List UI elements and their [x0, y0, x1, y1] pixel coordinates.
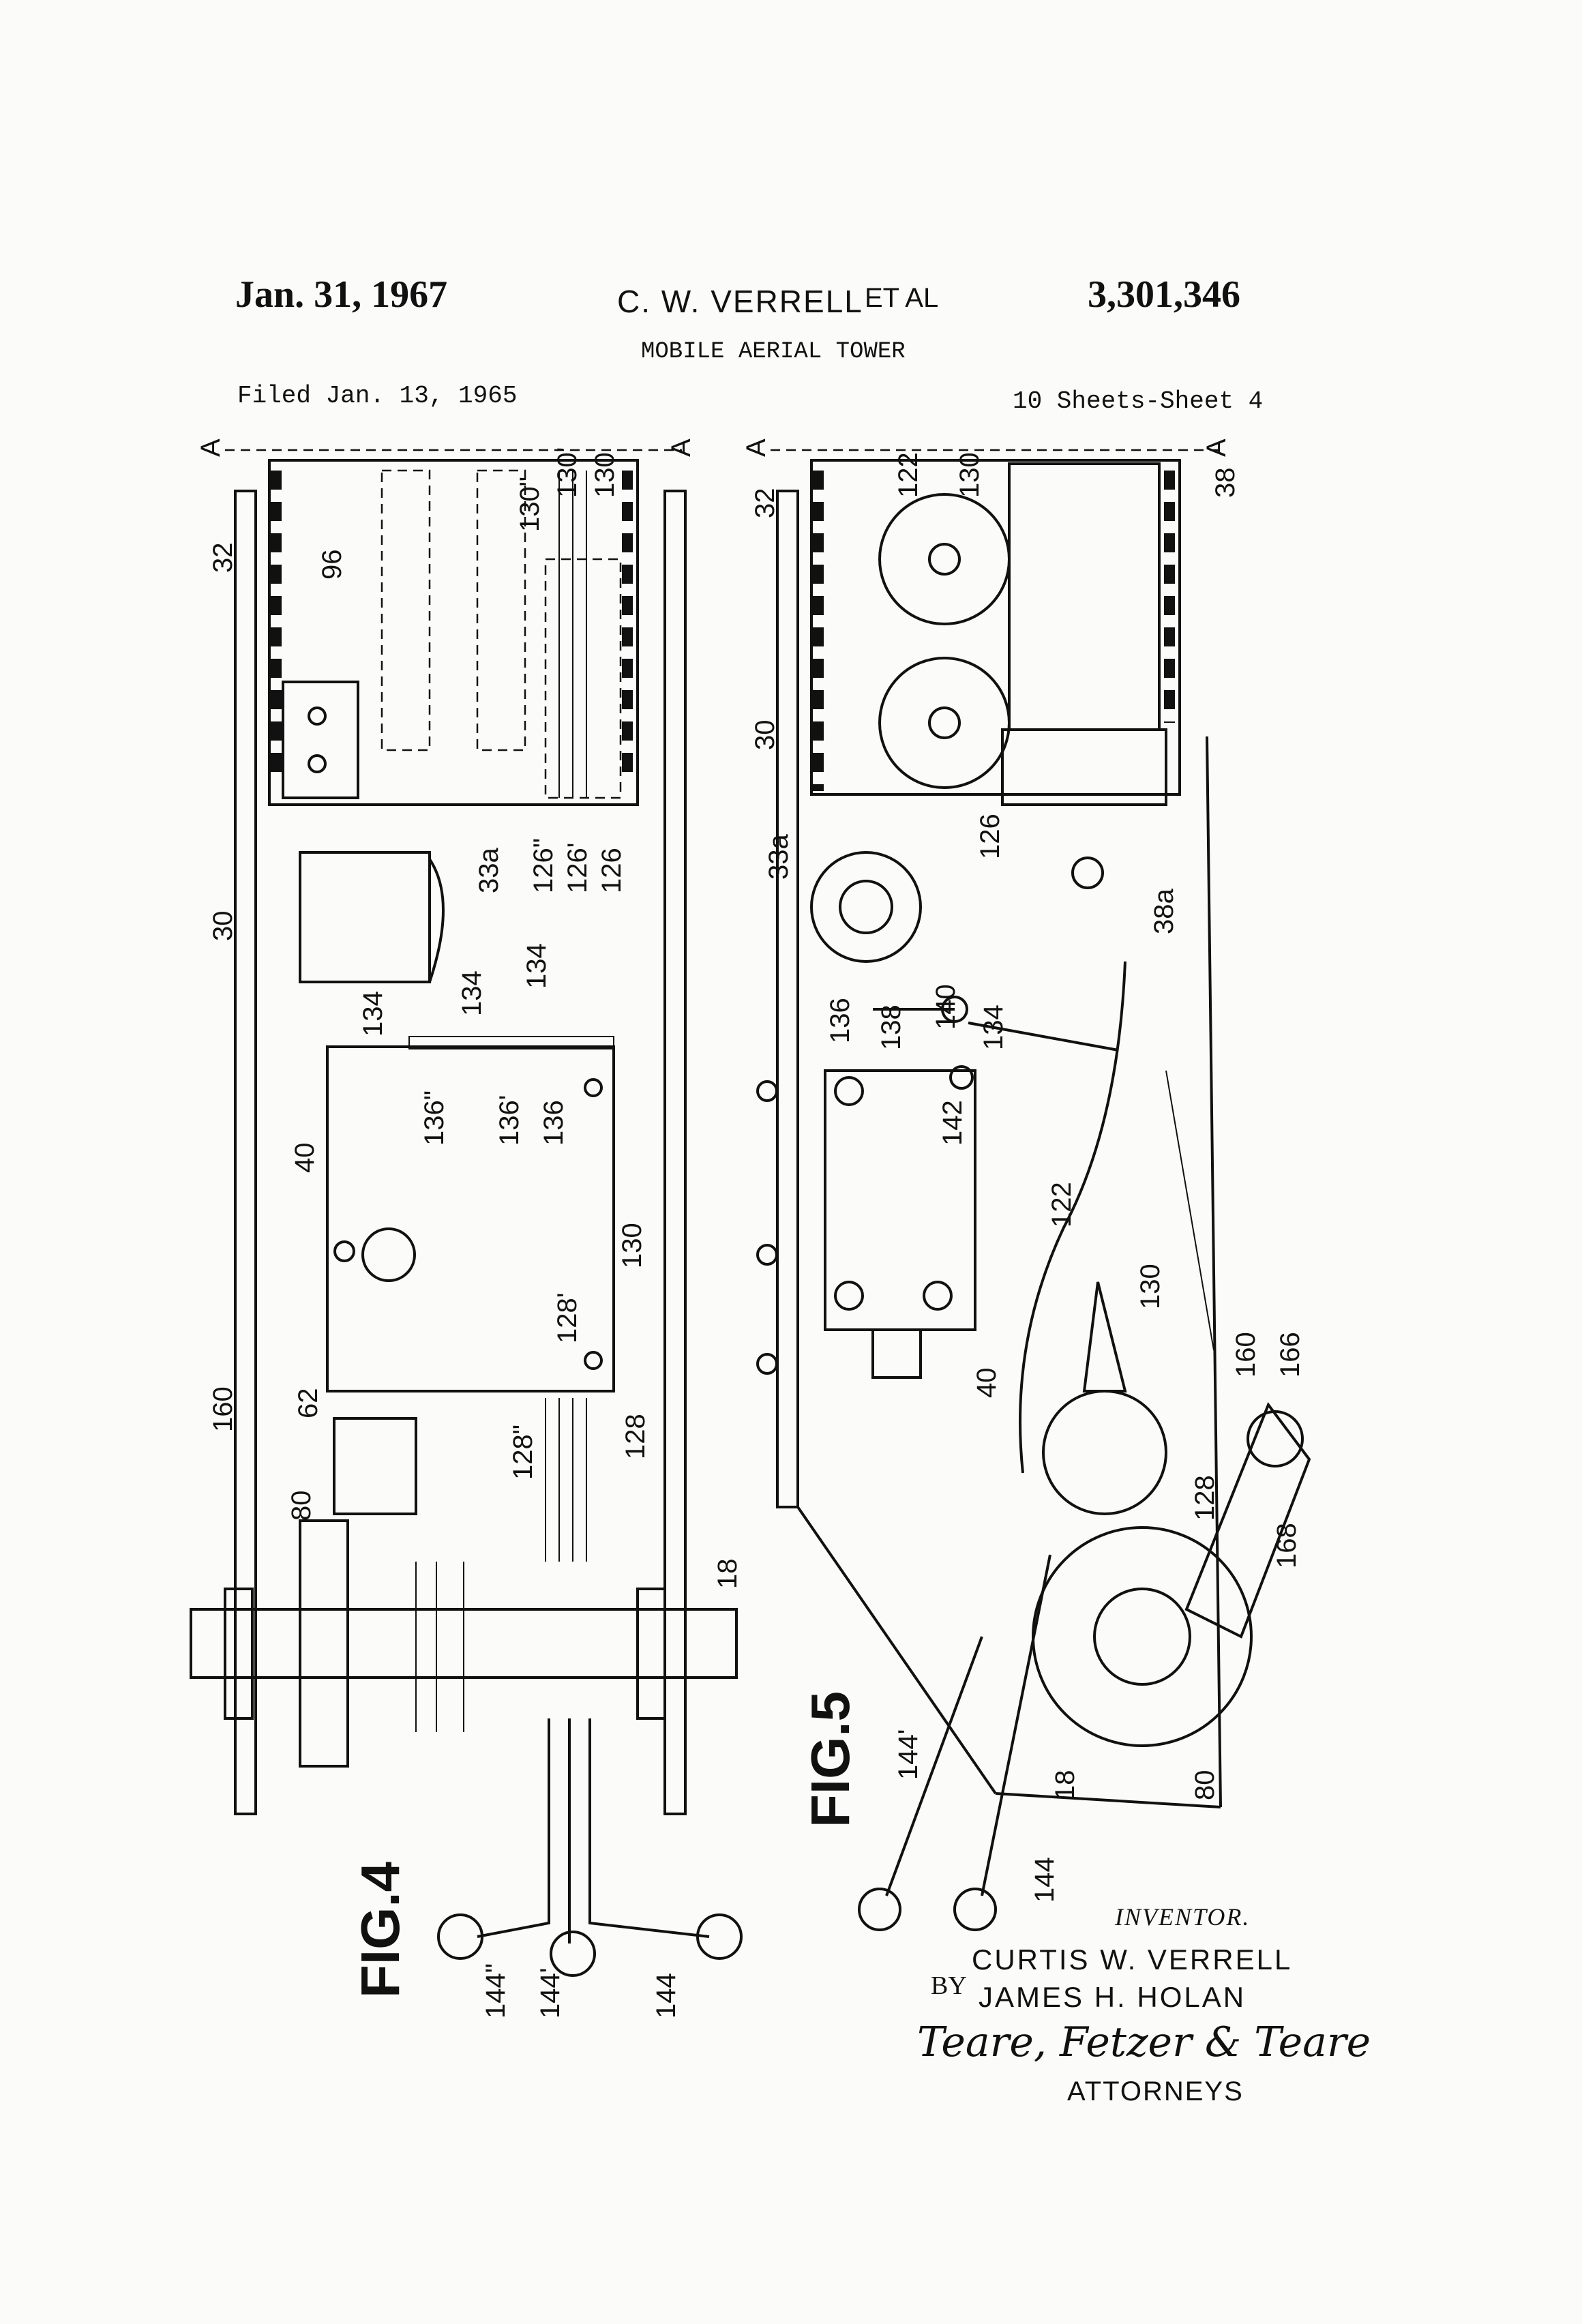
inventor-name-1: CURTIS W. VERRELL — [972, 1943, 1293, 1976]
attorneys-label: ATTORNEYS — [1067, 2076, 1244, 2106]
fig5-label-38: 38 — [1210, 468, 1240, 498]
fig4-label-128: 128 — [621, 1414, 651, 1459]
fig4-label-128p: 128' — [552, 1293, 582, 1343]
fig4-label-126: 126 — [597, 848, 627, 893]
fig4-label-130pp: 130" — [515, 477, 545, 532]
fig5-label-128: 128 — [1190, 1475, 1220, 1521]
fig5-labels: 32 122 130 38 30 126 33a 38a 136 138 140… — [750, 452, 1305, 1903]
fig5-section-marker-left: A — [741, 438, 771, 457]
fig5-drawing: A A — [741, 438, 1311, 1931]
fig4-label-134-c: 134 — [522, 943, 552, 989]
patent-title: MOBILE AERIAL TOWER — [641, 339, 906, 365]
fig4-section-marker-left: A — [196, 438, 226, 457]
fig5-label-126: 126 — [975, 814, 1005, 859]
fig5-left-wall — [776, 490, 799, 1508]
fig5-label-140: 140 — [931, 984, 961, 1030]
fig4-label-160: 160 — [208, 1386, 238, 1432]
fig4-labels: 32 96 130" 130' 130 126" 126' 126 33a 30… — [208, 447, 743, 2018]
fig5-label-38a: 38a — [1149, 889, 1179, 934]
fig4-label-144: 144 — [651, 1973, 681, 2018]
patent-number: 3,301,346 — [1088, 273, 1240, 316]
et-al: ET AL — [865, 283, 939, 313]
fig5-section-marker-right: A — [1202, 438, 1232, 457]
fig4-inner-boom — [268, 459, 639, 806]
fig4-drawing: A A — [190, 438, 743, 1977]
patent-date: Jan. 31, 1967 — [235, 273, 448, 316]
fig4-label-130-b: 130 — [617, 1223, 647, 1268]
fig4-label-144p: 144' — [535, 1968, 565, 2018]
fig4-label-18: 18 — [713, 1559, 743, 1590]
fig4-label-96: 96 — [317, 550, 347, 580]
fig5-label-40: 40 — [972, 1368, 1002, 1399]
inventor-short: C. W. VERRELL — [617, 284, 863, 319]
fig4-label-130: 130 — [590, 452, 620, 498]
fig4-section-marker-right: A — [666, 438, 696, 457]
fig5-label-168: 168 — [1272, 1523, 1302, 1568]
fig5-label-144p: 144' — [893, 1729, 923, 1780]
fig5-label-32: 32 — [750, 488, 780, 519]
fig5-label-122: 122 — [893, 452, 923, 498]
fig5-label-18: 18 — [1050, 1770, 1080, 1801]
fig4-label-40: 40 — [290, 1143, 320, 1174]
fig5-label-166: 166 — [1275, 1332, 1305, 1377]
fig4-label-136pp: 136" — [419, 1090, 449, 1146]
sheet-count: 10 Sheets-Sheet 4 — [1013, 387, 1264, 415]
fig5-label-130-b: 130 — [1135, 1264, 1165, 1309]
fig5-label-30: 30 — [750, 720, 780, 751]
inventor-label: INVENTOR. — [1115, 1903, 1251, 1931]
attorney-signature: Teare, Fetzer & Teare — [917, 2018, 1371, 2066]
by-label: BY — [931, 1971, 967, 2000]
fig4-label-30: 30 — [208, 911, 238, 942]
fig4-label-128pp: 128" — [508, 1425, 538, 1480]
fig5-label-80: 80 — [1190, 1770, 1220, 1801]
fig4-label-126p: 126' — [563, 843, 593, 893]
fig4-title: FIG.4 — [350, 1861, 411, 1998]
fig5-label-136: 136 — [825, 998, 855, 1043]
fig5-label-33a: 33a — [764, 834, 794, 880]
fig4-label-136: 136 — [539, 1100, 569, 1146]
fig5-label-144: 144 — [1030, 1857, 1060, 1903]
fig4-right-wall — [663, 490, 687, 1815]
fig4-label-134-a: 134 — [358, 991, 388, 1037]
fig5-label-138: 138 — [876, 1004, 906, 1050]
fig4-label-62: 62 — [293, 1388, 323, 1419]
fig4-label-134-b: 134 — [457, 970, 487, 1016]
fig4-label-126pp: 126" — [528, 838, 558, 893]
fig4-label-80: 80 — [286, 1491, 316, 1521]
fig5-label-142: 142 — [938, 1100, 968, 1146]
fig4-label-130p: 130' — [552, 447, 582, 498]
inventor-name-2: JAMES H. HOLAN — [979, 1981, 1247, 2013]
fig5-title: FIG.5 — [800, 1691, 861, 1828]
fig4-label-136p: 136' — [494, 1095, 524, 1146]
fig5-label-130: 130 — [955, 452, 985, 498]
fig5-label-122-b: 122 — [1047, 1182, 1077, 1227]
filed-date: Filed Jan. 13, 1965 — [237, 382, 518, 410]
fig4-label-32: 32 — [208, 543, 238, 573]
fig5-label-134: 134 — [979, 1004, 1009, 1050]
fig4-label-144pp: 144" — [481, 1963, 511, 2018]
fig4-valve-box — [326, 1045, 615, 1392]
fig5-label-160: 160 — [1231, 1332, 1261, 1377]
fig4-label-33a: 33a — [474, 848, 504, 893]
